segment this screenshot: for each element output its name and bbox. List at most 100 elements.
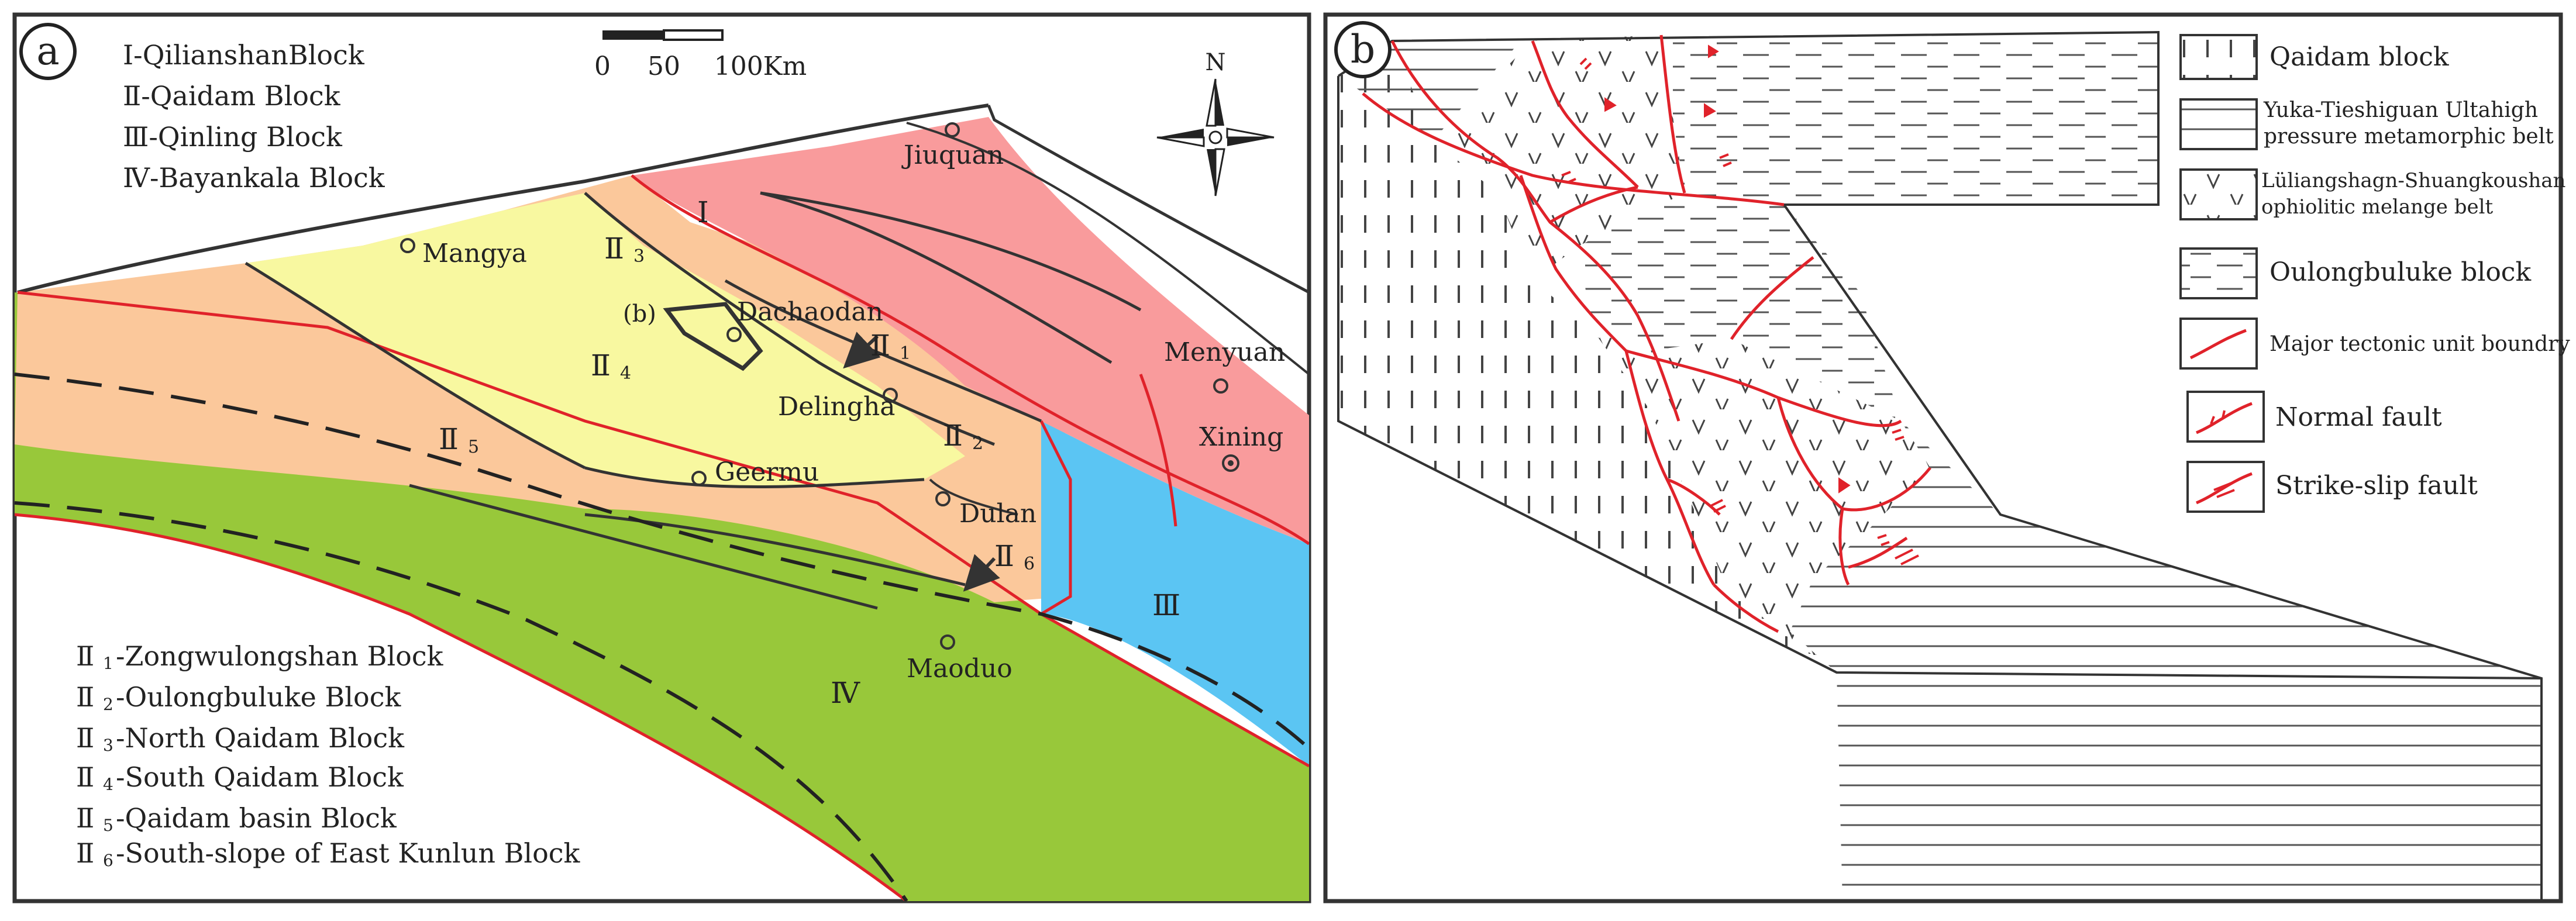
ii3-boundary-line (244, 261, 586, 470)
block-step-edge (1783, 203, 2002, 516)
dashed-fault-north (15, 372, 1309, 750)
city-label-dachaodan: Dachaodan (737, 297, 883, 327)
svg-text:5: 5 (103, 816, 113, 835)
svg-text:Ⅱ: Ⅱ (76, 761, 94, 793)
north-arrow-icon: N (1156, 49, 1275, 196)
region-label-ii6: Ⅱ 6 (994, 539, 1035, 574)
legend-bottom-item-4: Ⅱ 4 -South Qaidam Block (76, 761, 404, 794)
oulongbuluke-block-area (1579, 32, 2158, 421)
city-menyuan: Menyuan (1164, 337, 1285, 394)
svg-text:1: 1 (103, 654, 113, 673)
city-dachaodan: Dachaodan (726, 297, 883, 342)
panel-a-legend-top: Ⅰ-QilianshanBlock Ⅱ-Qaidam Block Ⅲ-Qinli… (123, 39, 385, 194)
panel-b-block-diagram (1337, 30, 2543, 901)
legend-bottom-item-6: Ⅱ 6 -South-slope of East Kunlun Block (76, 837, 581, 870)
inset-b-label: (b) (623, 301, 656, 327)
northeast-boundary-line (987, 105, 1309, 294)
svg-text:2: 2 (103, 695, 113, 714)
panel-a-map (15, 104, 1309, 901)
ii6-low-line (409, 484, 878, 610)
fault-red-xining (1139, 374, 1177, 527)
northeast-fault-line (906, 122, 1309, 375)
svg-text:-Zongwulongshan Block: -Zongwulongshan Block (116, 640, 444, 672)
city-mangya: Mangya (400, 238, 527, 268)
region-label-ii3: Ⅱ 3 (604, 232, 645, 267)
svg-text:-South-slope of East Kunlun Bl: -South-slope of East Kunlun Block (116, 837, 581, 869)
svg-text:Oulongbuluke block: Oulongbuluke block (2270, 257, 2531, 287)
panel-a-tag: a (19, 23, 77, 80)
inset-b-outline (663, 302, 763, 371)
svg-text:-Qaidam basin Block: -Qaidam basin Block (116, 802, 397, 834)
legend-bottom-item-2: Ⅱ 2 -Oulongbuluke Block (76, 681, 401, 714)
ii1-ii2-line-c (760, 191, 1113, 364)
city-label-delingha: Delingha (778, 392, 896, 422)
legend-top-item-3: Ⅲ-Qinling Block (123, 121, 343, 153)
svg-text:3: 3 (103, 736, 113, 755)
svg-text:Major tectonic unit boundry: Major tectonic unit boundry (2270, 332, 2570, 356)
city-delingha: Delingha (778, 388, 898, 422)
south-qaidam-ii4-region (246, 193, 965, 487)
legend-b-item-strike-slip: Strike-slip fault (2186, 461, 2478, 513)
legend-b-item-qaidam: Qaidam block (2179, 34, 2449, 80)
arrow-ii6 (963, 554, 1000, 592)
region-label-ii5: Ⅱ 5 (439, 422, 479, 457)
panel-a-legend-bottom: Ⅱ 1 -Zongwulongshan Block Ⅱ 2 -Oulongbul… (76, 640, 581, 870)
svg-text:Ⅱ: Ⅱ (76, 640, 94, 672)
block-iii-red-boundary (1039, 420, 1072, 616)
svg-text:-South Qaidam Block: -South Qaidam Block (116, 761, 404, 793)
svg-text:Lüliangshagn-Shuangkoushan: Lüliangshagn-Shuangkoushan (2261, 169, 2565, 192)
svg-text:Ⅱ: Ⅱ (870, 329, 890, 363)
svg-text:Ⅱ: Ⅱ (439, 422, 459, 456)
region-labels: Ⅰ Ⅲ Ⅳ Ⅱ 3 Ⅱ 4 Ⅱ 5 Ⅱ 1 Ⅱ 2 (439, 195, 1180, 710)
region-label-ii4: Ⅱ 4 (591, 349, 631, 384)
svg-text:Ⅱ: Ⅱ (943, 419, 963, 453)
dashed-fault-south (15, 501, 908, 901)
svg-text:Qaidam block: Qaidam block (2270, 42, 2449, 72)
legend-b-item-ophiolite: Lüliangshagn-Shuangkoushan ophiolitic me… (2179, 168, 2565, 220)
scale-tick-0: 0 (594, 51, 611, 81)
svg-text:Ⅱ: Ⅱ (76, 802, 94, 834)
svg-text:5: 5 (468, 437, 479, 457)
svg-text:ophiolitic melange belt: ophiolitic melange belt (2261, 195, 2493, 219)
legend-top-item-2: Ⅱ-Qaidam Block (123, 80, 341, 112)
svg-text:6: 6 (103, 851, 113, 870)
block-i-region (632, 117, 1309, 544)
block-i-red-boundary (631, 174, 1309, 546)
legend-b-item-boundary: Major tectonic unit boundry (2179, 318, 2570, 370)
svg-text:Ⅱ: Ⅱ (994, 539, 1014, 573)
svg-text:1: 1 (900, 343, 911, 364)
dulan-outline-line (929, 478, 1018, 516)
svg-text:Ⅱ: Ⅱ (591, 349, 611, 382)
ophiolite-belt-area (1433, 35, 1685, 281)
panel-b-legend: Qaidam block Yuka-Tieshiguan Ultahigh pr… (2179, 34, 2570, 513)
block-iv-red-boundary (17, 291, 1309, 768)
block-outline (1337, 30, 2543, 901)
city-label-jiuquan: Jiuquan (901, 140, 1004, 170)
legend-bottom-item-5: Ⅱ 5 -Qaidam basin Block (76, 802, 397, 835)
svg-text:6: 6 (1024, 554, 1035, 574)
legend-bottom-item-1: Ⅱ 1 -Zongwulongshan Block (76, 640, 444, 673)
svg-text:2: 2 (972, 433, 983, 454)
region-label-ii2: Ⅱ 2 (943, 419, 983, 454)
region-label-iii: Ⅲ (1152, 588, 1180, 622)
legend-bottom-item-3: Ⅱ 3 -North Qaidam Block (76, 722, 405, 755)
svg-text:-Oulongbuluke Block: -Oulongbuluke Block (116, 681, 401, 713)
region-label-i: Ⅰ (697, 195, 709, 229)
panel-a-tag-text: a (36, 29, 59, 74)
city-xining: Xining (1199, 422, 1283, 472)
red-fault-network (1362, 35, 1931, 633)
svg-text:-North Qaidam Block: -North Qaidam Block (116, 722, 405, 754)
legend-top-item-4: Ⅳ-Bayankala Block (123, 162, 385, 194)
region-label-iv: Ⅳ (831, 676, 860, 710)
city-geermu: Geermu (691, 457, 819, 487)
legend-b-item-yuka: Yuka-Tieshiguan Ultahigh pressure metamo… (2179, 98, 2554, 150)
city-label-dulan: Dulan (959, 499, 1036, 529)
city-label-geermu: Geermu (715, 457, 819, 487)
legend-top-item-1: Ⅰ-QilianshanBlock (123, 39, 365, 71)
yuka-belt-lower-area (1790, 421, 2541, 901)
arrow-ii1 (843, 332, 881, 369)
block-i-inner-line (760, 191, 1142, 312)
northern-boundary-line (17, 104, 989, 294)
